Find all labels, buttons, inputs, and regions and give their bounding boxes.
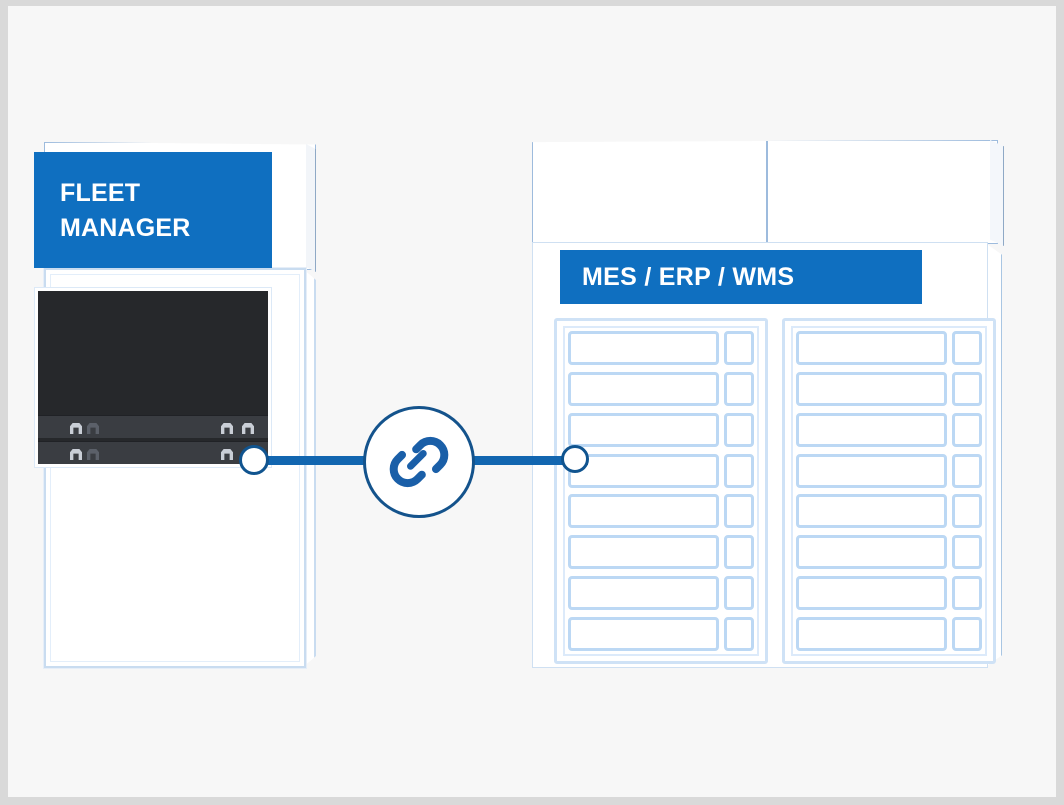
rack-slot-bay bbox=[724, 331, 754, 365]
rack-slot-bay bbox=[724, 616, 754, 651]
rack-column-left bbox=[554, 318, 768, 664]
rack-slot-bay bbox=[952, 331, 982, 365]
rack-unit-icon bbox=[70, 423, 82, 434]
server-cabinet-top-panel bbox=[532, 140, 998, 244]
mes-erp-wms-endpoint-node[interactable] bbox=[561, 445, 589, 473]
rack-slot[interactable] bbox=[568, 576, 754, 611]
rack-slot[interactable] bbox=[796, 494, 982, 529]
rack-slot[interactable] bbox=[568, 412, 754, 447]
rack-slot[interactable] bbox=[796, 535, 982, 570]
rack-column-right-inner bbox=[791, 326, 987, 656]
rack-slot-body bbox=[568, 535, 719, 570]
rack-column-right bbox=[782, 318, 996, 664]
rack-slot-body bbox=[796, 453, 947, 488]
rack-slot-body bbox=[796, 371, 947, 406]
rack-slot-body bbox=[568, 412, 719, 447]
fleet-manager-screen bbox=[38, 291, 268, 464]
rack-slot[interactable] bbox=[796, 371, 982, 406]
rack-slot-bay bbox=[724, 535, 754, 570]
rack-slot-bay bbox=[724, 453, 754, 488]
rack-slot[interactable] bbox=[568, 331, 754, 365]
rack-slot[interactable] bbox=[796, 412, 982, 447]
rack-unit-icon bbox=[87, 423, 99, 434]
rack-slot-body bbox=[796, 535, 947, 570]
link-icon bbox=[382, 425, 456, 499]
rack-slot-bay bbox=[952, 535, 982, 570]
mes-erp-wms-cabinet: MES / ERP / WMS bbox=[532, 140, 1008, 674]
rack-unit-icon bbox=[70, 449, 82, 460]
rack-slot-bay bbox=[952, 576, 982, 611]
diagram-canvas: FLEET MANAGER bbox=[8, 6, 1056, 797]
fleet-manager-endpoint-node[interactable] bbox=[239, 445, 269, 475]
server-cabinet-top-divider bbox=[766, 141, 768, 246]
rack-slot-bay bbox=[952, 494, 982, 529]
mes-erp-wms-label-plate: MES / ERP / WMS bbox=[560, 250, 922, 304]
rack-slot-body bbox=[568, 494, 719, 529]
rack-unit-icon bbox=[87, 449, 99, 460]
rack-column-left-inner bbox=[563, 326, 759, 656]
rack-slot-body bbox=[796, 616, 947, 651]
rack-slot-bay bbox=[952, 616, 982, 651]
rack-unit-icon bbox=[221, 423, 233, 434]
rack-slot-body bbox=[796, 331, 947, 365]
rack-slot-body bbox=[568, 331, 719, 365]
fleet-manager-screen-frame bbox=[34, 287, 272, 468]
rack-slot-body bbox=[568, 576, 719, 611]
rack-slot[interactable] bbox=[796, 331, 982, 365]
rack-slot-bay bbox=[724, 576, 754, 611]
connector-line-left bbox=[260, 456, 390, 465]
screen-rack-strip bbox=[38, 441, 268, 464]
rack-slot-body bbox=[568, 616, 719, 651]
link-badge[interactable] bbox=[363, 406, 475, 518]
rack-slot-body bbox=[796, 494, 947, 529]
fleet-manager-label-line-2: MANAGER bbox=[60, 214, 191, 242]
rack-slot[interactable] bbox=[568, 616, 754, 651]
connector-line-right bbox=[458, 456, 588, 465]
rack-slot[interactable] bbox=[796, 453, 982, 488]
mes-erp-wms-label: MES / ERP / WMS bbox=[582, 262, 795, 291]
rack-slot-body bbox=[796, 412, 947, 447]
screen-rack-strip bbox=[38, 415, 268, 438]
fleet-manager-label-line-1: FLEET bbox=[60, 179, 141, 207]
rack-unit-icon bbox=[242, 423, 254, 434]
rack-slot-body bbox=[568, 371, 719, 406]
rack-slot[interactable] bbox=[568, 453, 754, 488]
rack-slot-bay bbox=[724, 412, 754, 447]
fleet-cabinet-body-inner-outline bbox=[50, 274, 300, 662]
rack-slot[interactable] bbox=[568, 535, 754, 570]
rack-slot-bay bbox=[952, 412, 982, 447]
fleet-manager-label-plate: FLEET MANAGER bbox=[34, 152, 272, 268]
rack-slot-bay bbox=[952, 371, 982, 406]
rack-slot[interactable] bbox=[796, 616, 982, 651]
rack-slot[interactable] bbox=[568, 371, 754, 406]
rack-slot-bay bbox=[952, 453, 982, 488]
fleet-cabinet-top-side bbox=[306, 144, 316, 272]
rack-slot-body bbox=[796, 576, 947, 611]
server-cabinet-top-side bbox=[990, 140, 1004, 246]
rack-slot-bay bbox=[724, 371, 754, 406]
rack-slot[interactable] bbox=[568, 494, 754, 529]
rack-slot[interactable] bbox=[796, 576, 982, 611]
rack-slot-bay bbox=[724, 494, 754, 529]
rack-unit-icon bbox=[221, 449, 233, 460]
rack-slot-body bbox=[568, 453, 719, 488]
